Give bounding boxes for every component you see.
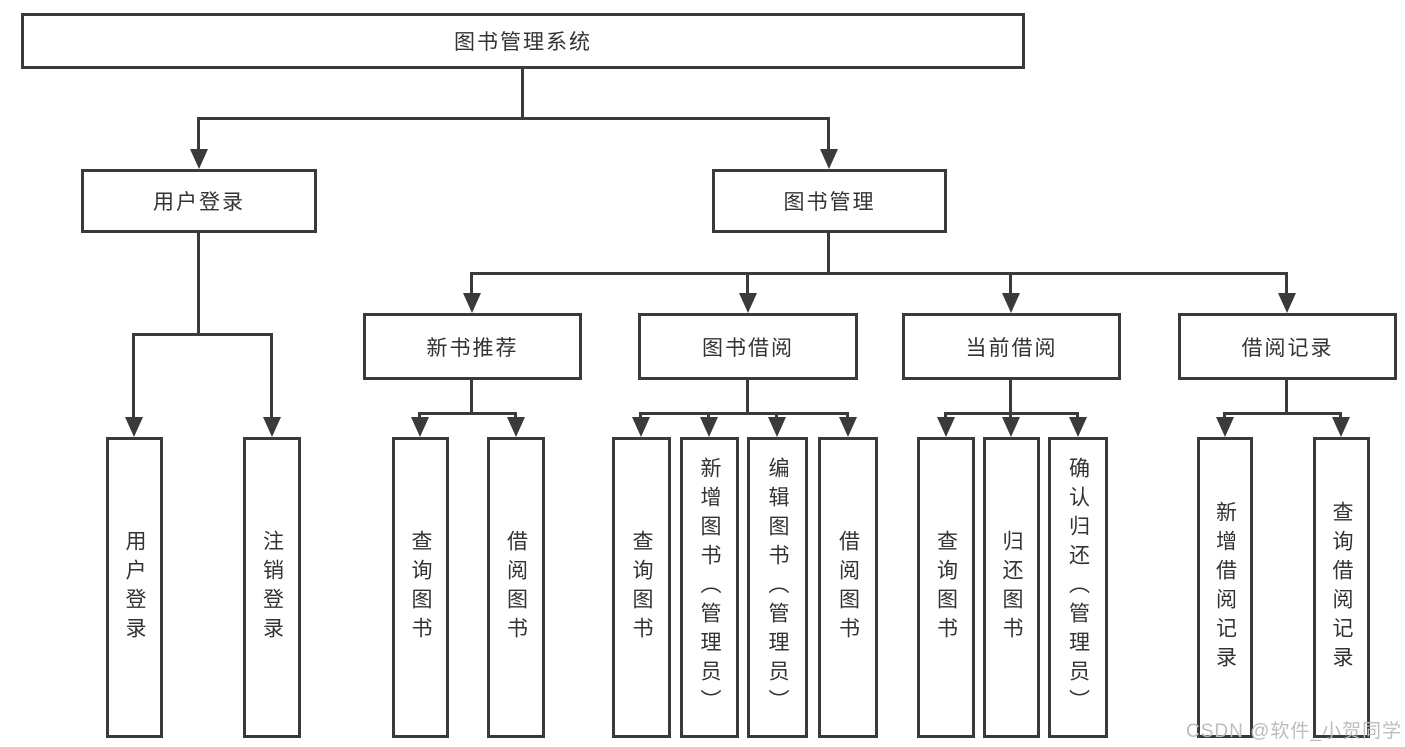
node-book-borrowing: 图书借阅 (638, 313, 858, 380)
connector-arm-cb-return (1009, 412, 1012, 420)
node-user-login-label: 用户登录 (153, 191, 245, 214)
connector-arm-borrow-record (1285, 272, 1288, 296)
connector-book-management-feed (827, 233, 830, 274)
arrow-down-icon (820, 149, 838, 169)
node-borrowing-records: 借阅记录 (1178, 313, 1397, 380)
connector-arm-nb-query (418, 412, 421, 420)
connector-arm-cb-query (944, 412, 947, 420)
leaf-borrow-books-recommend-label: 借阅图书 (504, 529, 528, 646)
connector-book-borrow-splitter (639, 412, 849, 415)
leaf-query-books-current: 查询图书 (917, 437, 975, 738)
leaf-query-books-recommend-label: 查询图书 (409, 529, 432, 646)
connector-borrow-record-feed (1285, 380, 1288, 414)
arrow-down-icon (507, 417, 525, 437)
leaf-add-books-admin-label: 新增图书（管理员） (698, 457, 721, 718)
connector-new-book-splitter (418, 412, 517, 415)
connector-arm-leaf-logout (270, 333, 273, 419)
leaf-add-borrow-record: 新增借阅记录 (1197, 437, 1253, 738)
arrow-down-icon (937, 417, 955, 437)
connector-arm-nb-borrow (514, 412, 517, 420)
node-current-borrowing: 当前借阅 (902, 313, 1121, 380)
leaf-user-login-label: 用户登录 (123, 529, 146, 646)
connector-level2-splitter (470, 272, 1288, 275)
node-book-management-label: 图书管理 (783, 191, 876, 214)
connector-arm-bb-add (707, 412, 710, 420)
leaf-query-books-borrowing: 查询图书 (612, 437, 671, 738)
node-book-borrowing-label: 图书借阅 (702, 336, 794, 360)
leaf-query-books-recommend: 查询图书 (392, 437, 449, 738)
arrow-down-icon (632, 417, 650, 437)
node-root: 图书管理系统 (21, 13, 1025, 69)
connector-arm-cb-confirm (1076, 412, 1079, 420)
arrow-down-icon (1278, 293, 1296, 313)
node-book-management: 图书管理 (712, 169, 947, 233)
leaf-edit-books-admin: 编辑图书（管理员） (747, 437, 808, 738)
leaf-add-books-admin: 新增图书（管理员） (680, 437, 739, 738)
leaf-query-books-borrowing-label: 查询图书 (630, 529, 653, 646)
connector-arm-bb-query (639, 412, 642, 420)
connector-arm-br-add (1223, 412, 1226, 420)
arrow-down-icon (739, 293, 757, 313)
connector-borrow-record-splitter (1223, 412, 1342, 415)
connector-current-borrow-feed (1009, 380, 1012, 414)
connector-arm-bb-edit (775, 412, 778, 420)
arrow-down-icon (1002, 293, 1020, 313)
leaf-confirm-return-admin: 确认归还（管理员） (1048, 437, 1108, 738)
leaf-confirm-return-admin-label: 确认归还（管理员） (1066, 457, 1090, 718)
arrow-down-icon (125, 417, 143, 437)
connector-book-borrow-feed (746, 380, 749, 414)
node-user-login: 用户登录 (81, 169, 317, 233)
connector-arm-bb-borrow (846, 412, 849, 420)
leaf-query-books-current-label: 查询图书 (934, 529, 958, 646)
connector-arm-leaf-user-login (132, 333, 135, 419)
node-new-book-recommend: 新书推荐 (363, 313, 582, 380)
leaf-borrow-books-recommend: 借阅图书 (487, 437, 545, 738)
connector-arm-current-borrow (1009, 272, 1012, 296)
arrow-down-icon (700, 417, 718, 437)
leaf-borrow-books-borrowing-label: 借阅图书 (836, 529, 860, 646)
connector-arm-new-book (470, 272, 473, 296)
node-current-borrowing-label: 当前借阅 (965, 336, 1058, 360)
connector-arm-user-login (197, 117, 200, 152)
connector-arm-br-query (1339, 412, 1342, 420)
leaf-add-borrow-record-label: 新增借阅记录 (1213, 500, 1237, 675)
arrow-down-icon (839, 417, 857, 437)
arrow-down-icon (463, 293, 481, 313)
leaf-return-books: 归还图书 (983, 437, 1040, 738)
connector-root-feed (521, 69, 524, 119)
leaf-logout-login: 注销登录 (243, 437, 301, 738)
leaf-borrow-books-borrowing: 借阅图书 (818, 437, 878, 738)
arrow-down-icon (768, 417, 786, 437)
connector-user-login-splitter (132, 333, 273, 336)
connector-new-book-feed (470, 380, 473, 414)
arrow-down-icon (411, 417, 429, 437)
arrow-down-icon (1002, 417, 1020, 437)
leaf-logout-login-label: 注销登录 (260, 529, 284, 646)
arrow-down-icon (263, 417, 281, 437)
node-new-book-recommend-label: 新书推荐 (426, 336, 519, 360)
leaf-user-login: 用户登录 (106, 437, 163, 738)
arrow-down-icon (1069, 417, 1087, 437)
leaf-return-books-label: 归还图书 (1000, 529, 1023, 646)
node-borrowing-records-label: 借阅记录 (1241, 336, 1334, 360)
node-root-label: 图书管理系统 (454, 31, 592, 54)
connector-user-login-feed (197, 233, 200, 334)
leaf-query-borrow-record-label: 查询借阅记录 (1330, 500, 1353, 675)
connector-arm-book-management (827, 117, 830, 152)
arrow-down-icon (190, 149, 208, 169)
arrow-down-icon (1216, 417, 1234, 437)
leaf-query-borrow-record: 查询借阅记录 (1313, 437, 1370, 738)
connector-level1-splitter (197, 117, 830, 120)
watermark: CSDN @软件_小贺同学 (1186, 721, 1402, 742)
arrow-down-icon (1332, 417, 1350, 437)
connector-arm-book-borrow (746, 272, 749, 296)
leaf-edit-books-admin-label: 编辑图书（管理员） (766, 457, 789, 718)
